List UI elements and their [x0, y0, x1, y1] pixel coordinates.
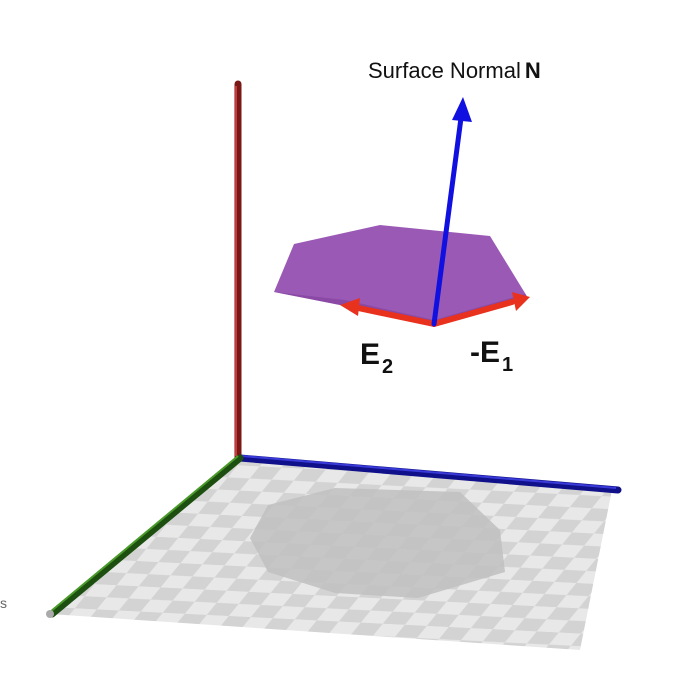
edge-neg-e1-letter: -E: [470, 336, 500, 369]
surface-normal-vector: [431, 97, 472, 327]
floor-shadow: [250, 488, 505, 598]
edge-e2-letter: E: [360, 338, 381, 371]
left-axis-end-cap: [46, 610, 54, 618]
surface-normal-symbol: N: [524, 58, 541, 83]
edge-mark: s: [0, 595, 7, 611]
edge-e2-subscript: 2: [382, 356, 394, 378]
right-axis: [236, 454, 622, 494]
edge-neg-e1-subscript: 1: [502, 354, 514, 376]
polygon-face-shade: [274, 292, 528, 326]
right-axis-highlight: [241, 455, 617, 489]
edge-vector-neg-e1: [431, 292, 530, 327]
edge-vector-e2: [340, 298, 437, 327]
left-axis: [48, 454, 244, 618]
left-axis-highlight: [49, 455, 239, 613]
surface-normal-text: Surface Normal: [368, 58, 521, 83]
